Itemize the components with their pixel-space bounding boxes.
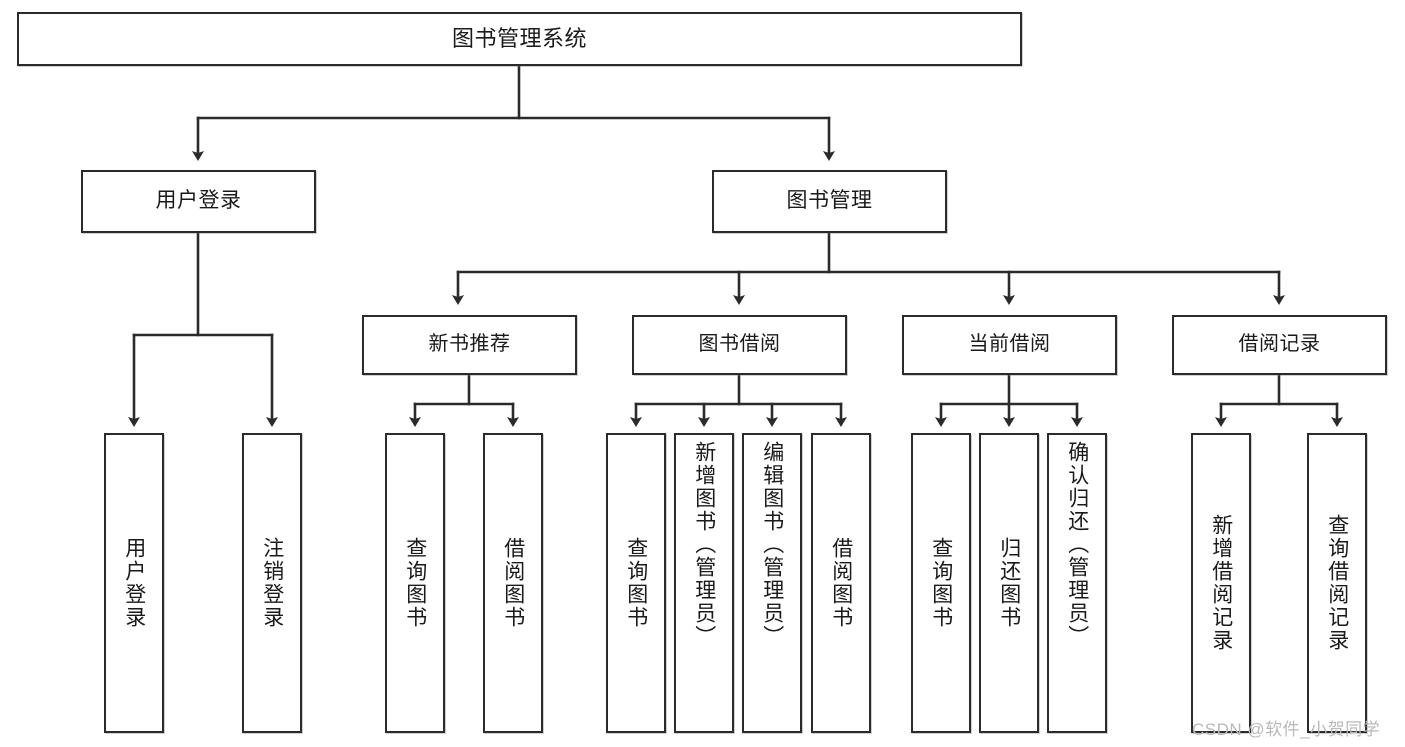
node-label: 查询图书 xyxy=(929,537,953,629)
leaf-query-book-recommend[interactable]: 查询图书 xyxy=(385,433,445,733)
node-label: 借阅图书 xyxy=(501,537,525,629)
leaf-query-book[interactable]: 查询图书 xyxy=(606,433,666,733)
watermark-text: CSDN @软件_小贺同学 xyxy=(1192,720,1381,739)
node-label: 用户登录 xyxy=(155,189,242,213)
node-label: 新增图书（管理员） xyxy=(692,441,716,648)
csdn-watermark: CSDN @软件_小贺同学 xyxy=(1192,715,1380,740)
node-root-system[interactable]: 图书管理系统 xyxy=(17,12,1022,66)
node-user-login[interactable]: 用户登录 xyxy=(81,170,316,233)
leaf-user-logout[interactable]: 注销登录 xyxy=(242,433,302,733)
leaf-add-borrow-record[interactable]: 新增借阅记录 xyxy=(1191,433,1251,733)
node-label: 图书管理 xyxy=(786,189,873,213)
leaf-query-book-current[interactable]: 查询图书 xyxy=(911,433,971,733)
node-new-book-recommend[interactable]: 新书推荐 xyxy=(362,315,577,375)
leaf-edit-book-admin[interactable]: 编辑图书（管理员） xyxy=(742,433,802,733)
node-label: 借阅记录 xyxy=(1238,333,1321,356)
node-label: 查询借阅记录 xyxy=(1325,514,1349,652)
leaf-borrow-book-recommend[interactable]: 借阅图书 xyxy=(483,433,543,733)
node-label: 查询图书 xyxy=(624,537,648,629)
node-label: 当前借阅 xyxy=(968,333,1051,356)
node-label: 用户登录 xyxy=(122,537,146,629)
leaf-add-book-admin[interactable]: 新增图书（管理员） xyxy=(674,433,734,733)
node-label: 归还图书 xyxy=(997,537,1021,629)
node-label: 借阅图书 xyxy=(829,537,853,629)
node-borrow-record[interactable]: 借阅记录 xyxy=(1172,315,1387,375)
leaf-user-login[interactable]: 用户登录 xyxy=(104,433,164,733)
leaf-return-book[interactable]: 归还图书 xyxy=(979,433,1039,733)
node-book-management[interactable]: 图书管理 xyxy=(712,170,947,233)
leaf-borrow-book[interactable]: 借阅图书 xyxy=(811,433,871,733)
node-label: 查询图书 xyxy=(403,537,427,629)
node-label: 新增借阅记录 xyxy=(1209,514,1233,652)
node-label: 图书借阅 xyxy=(698,333,781,356)
node-book-borrow[interactable]: 图书借阅 xyxy=(632,315,847,375)
node-label: 注销登录 xyxy=(260,537,284,629)
node-label: 图书管理系统 xyxy=(451,26,587,52)
node-label: 新书推荐 xyxy=(428,333,511,356)
leaf-query-borrow-record[interactable]: 查询借阅记录 xyxy=(1307,433,1367,733)
node-label: 确认归还（管理员） xyxy=(1065,441,1089,648)
node-current-borrow[interactable]: 当前借阅 xyxy=(902,315,1117,375)
leaf-confirm-return-admin[interactable]: 确认归还（管理员） xyxy=(1047,433,1107,733)
node-label: 编辑图书（管理员） xyxy=(760,441,784,648)
